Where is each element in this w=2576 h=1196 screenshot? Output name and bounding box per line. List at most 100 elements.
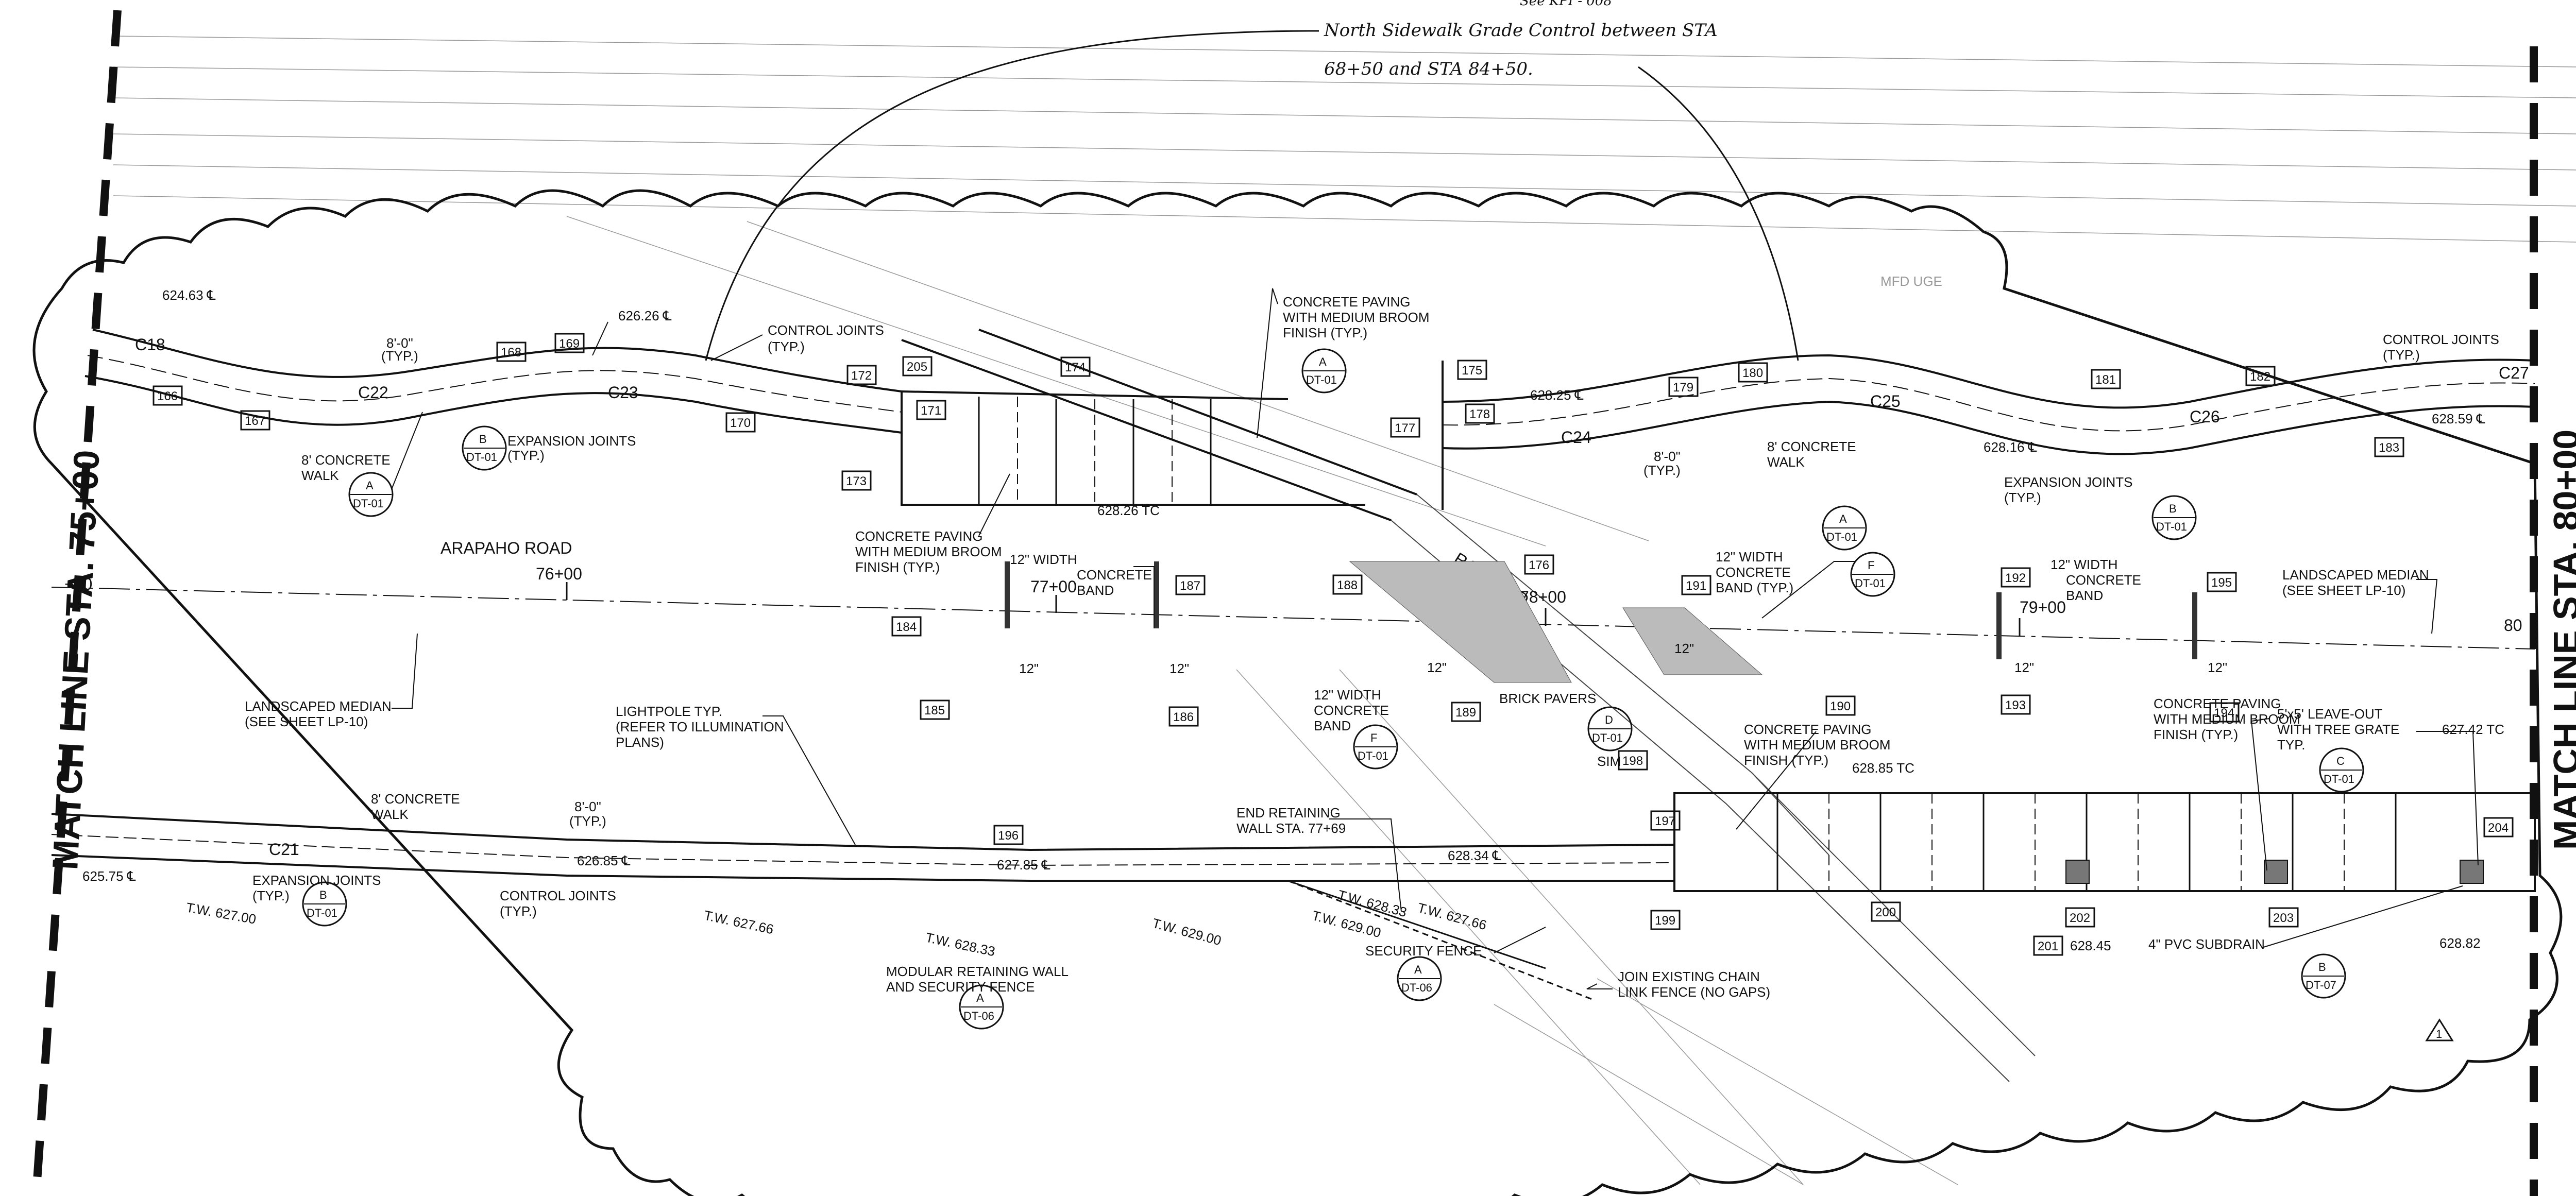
svg-text:1: 1 [2436, 1028, 2442, 1040]
keynote-box: 190 [1825, 695, 1856, 716]
svg-text:DT-06: DT-06 [963, 1010, 994, 1022]
svg-text:628.25 ℄: 628.25 ℄ [1530, 387, 1584, 403]
svg-text:DT-01: DT-01 [466, 451, 497, 464]
svg-text:628.82: 628.82 [2439, 935, 2481, 951]
svg-text:181: 181 [2095, 373, 2116, 387]
svg-text:CONCRETE: CONCRETE [2066, 572, 2141, 588]
curve-label: C18 [135, 335, 165, 354]
revision-triangle: 1 [2425, 1018, 2454, 1041]
svg-text:182: 182 [2250, 370, 2270, 384]
svg-text:8'-0": 8'-0" [574, 799, 601, 814]
svg-text:A: A [1414, 963, 1422, 976]
svg-text:190: 190 [1830, 699, 1851, 713]
svg-text:CONCRETE: CONCRETE [1716, 565, 1791, 580]
keynote-box: 201 [2033, 935, 2063, 956]
svg-text:CONCRETE PAVING: CONCRETE PAVING [2154, 696, 2281, 711]
background-grid-lines [113, 36, 2576, 1185]
curve-label: C22 [358, 383, 388, 402]
svg-text:177: 177 [1395, 421, 1415, 435]
svg-text:180: 180 [1742, 366, 1763, 380]
keynote-box: 175 [1457, 360, 1487, 380]
svg-text:CONTROL JOINTS: CONTROL JOINTS [768, 322, 884, 338]
svg-text:CONCRETE PAVING: CONCRETE PAVING [1283, 294, 1411, 310]
svg-text:WALK: WALK [1767, 454, 1805, 470]
svg-text:CONCRETE: CONCRETE [1077, 567, 1152, 583]
svg-text:179: 179 [1673, 381, 1693, 395]
svg-text:LANDSCAPED MEDIAN: LANDSCAPED MEDIAN [2282, 567, 2429, 583]
svg-text:TYP.: TYP. [2277, 737, 2305, 753]
curve-labels: C18 C22 C23 C24 C25 C26 C27 C21 [135, 335, 2529, 859]
svg-text:(SEE SHEET LP-10): (SEE SHEET LP-10) [245, 714, 368, 729]
svg-text:DT-01: DT-01 [307, 907, 337, 919]
curve-label: C24 [1561, 428, 1591, 447]
svg-text:195: 195 [2211, 576, 2232, 590]
svg-text:197: 197 [1655, 814, 1675, 828]
svg-text:196: 196 [998, 829, 1019, 843]
svg-text:DT-01: DT-01 [353, 497, 384, 510]
svg-text:T.W. 628.33: T.W. 628.33 [924, 930, 997, 960]
detail-bubbles: ADT-01 BDT-01 ADT-01 ADT-01 BDT-01 FDT-0… [302, 348, 2364, 1030]
keynote-box: 191 [1681, 575, 1711, 595]
svg-text:MFD UGE: MFD UGE [1880, 274, 1942, 289]
svg-text:174: 174 [1065, 361, 1086, 374]
svg-text:169: 169 [559, 337, 580, 351]
svg-text:191: 191 [1686, 579, 1706, 593]
svg-text:See KPI - 008: See KPI - 008 [1520, 0, 1612, 9]
keynote-box: 180 [1738, 362, 1768, 383]
detail-bubble: F DT-01 [1353, 724, 1398, 770]
keynote-box: 192 [2001, 567, 2031, 588]
svg-text:F: F [1868, 559, 1874, 572]
svg-text:628.26 TC: 628.26 TC [1097, 503, 1160, 518]
svg-text:8' CONCRETE: 8' CONCRETE [1767, 439, 1856, 454]
svg-text:CONCRETE PAVING: CONCRETE PAVING [1744, 722, 1872, 737]
svg-text:WALK: WALK [371, 807, 409, 822]
svg-text:192: 192 [2005, 571, 2026, 585]
svg-text:12" WIDTH: 12" WIDTH [1010, 552, 1077, 567]
keynote-box: 173 [841, 470, 872, 491]
svg-text:North Sidewalk Grade Control b: North Sidewalk Grade Control between STA [1324, 20, 1718, 41]
svg-text:626.26 ℄: 626.26 ℄ [618, 308, 672, 323]
detail-bubble: BDT-01 [462, 425, 507, 471]
svg-text:DT-01: DT-01 [1358, 749, 1388, 762]
north-annotations: 624.63 ℄ 626.26 ℄ 8'-0" (TYP.) CONTROL J… [162, 274, 2499, 575]
station-77: 77+00 [1030, 577, 1077, 596]
svg-text:8' CONCRETE: 8' CONCRETE [301, 452, 391, 468]
svg-text:171: 171 [921, 404, 941, 418]
keynote-box: 185 [920, 699, 950, 720]
svg-text:187: 187 [1180, 579, 1200, 593]
svg-text:WALK: WALK [301, 468, 339, 483]
svg-text:199: 199 [1655, 914, 1675, 928]
svg-text:628.85 TC: 628.85 TC [1852, 760, 1914, 776]
svg-text:T.W. 627.00: T.W. 627.00 [185, 899, 257, 927]
svg-text:F: F [1370, 731, 1377, 744]
svg-text:194: 194 [2214, 706, 2234, 720]
detail-bubble: ADT-01 [348, 472, 394, 517]
svg-text:LANDSCAPED MEDIAN: LANDSCAPED MEDIAN [245, 698, 392, 714]
svg-text:185: 185 [924, 704, 945, 717]
keynote-box: 170 [725, 412, 756, 433]
svg-text:12": 12" [1019, 661, 1039, 676]
svg-text:(TYP.): (TYP.) [252, 888, 290, 903]
station-75: +00 [64, 575, 92, 593]
svg-text:173: 173 [846, 474, 867, 488]
svg-text:12": 12" [2208, 660, 2227, 675]
keynote-box: 197 [1650, 810, 1681, 831]
median-annotations: 12" WIDTH CONCRETE BAND 12" 12" 12" WIDT… [245, 549, 2429, 769]
svg-text:LINK FENCE (NO GAPS): LINK FENCE (NO GAPS) [1618, 984, 1770, 1000]
svg-text:CONTROL JOINTS: CONTROL JOINTS [500, 888, 616, 903]
svg-text:WITH MEDIUM BROOM: WITH MEDIUM BROOM [2154, 711, 2300, 727]
svg-text:175: 175 [1462, 364, 1482, 378]
south-sidewalk [51, 813, 1675, 1000]
curve-label: C21 [269, 840, 299, 859]
detail-bubble: BDT-01 [2151, 495, 2197, 540]
svg-text:627.85 ℄: 627.85 ℄ [997, 857, 1050, 873]
keynote-box: 186 [1168, 706, 1199, 727]
svg-text:DT-07: DT-07 [2306, 979, 2336, 992]
svg-text:A: A [976, 992, 984, 1004]
svg-text:BAND: BAND [1314, 718, 1351, 733]
svg-text:189: 189 [1455, 706, 1476, 720]
svg-text:C: C [2336, 755, 2345, 767]
svg-text:184: 184 [896, 620, 917, 634]
keynote-box: 199 [1650, 910, 1681, 930]
